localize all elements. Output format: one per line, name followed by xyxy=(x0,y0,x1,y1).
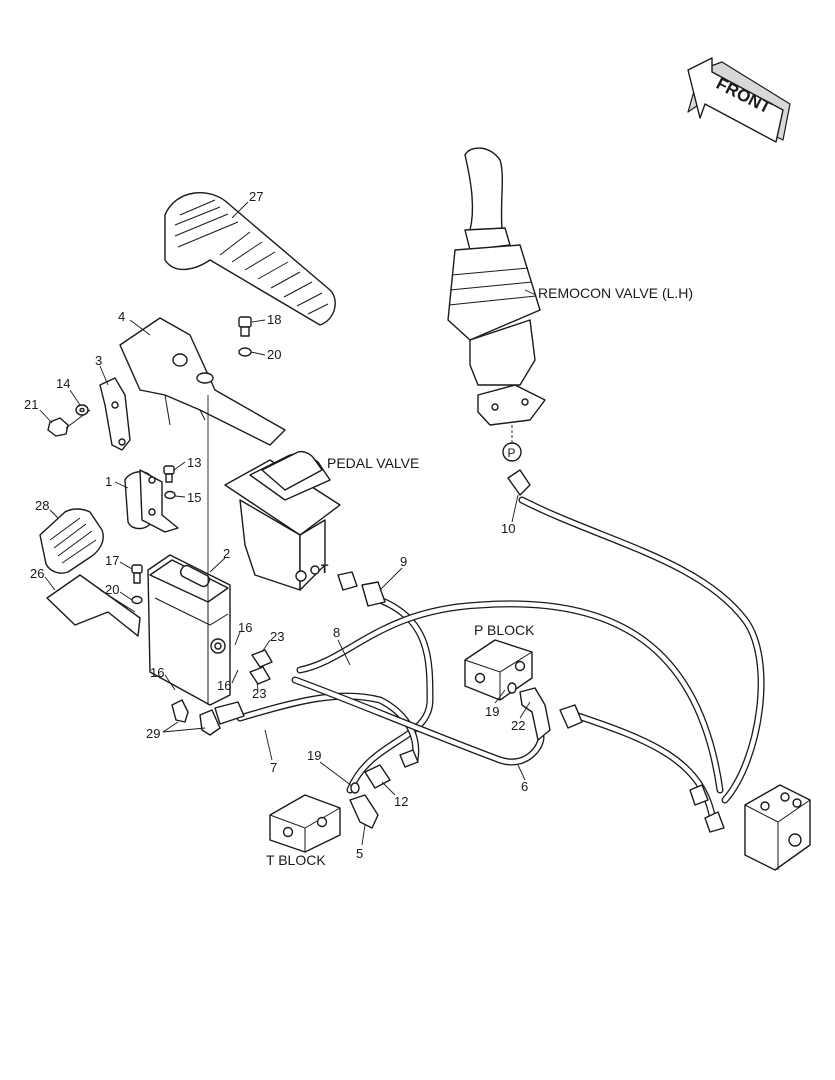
callout-14: 14 xyxy=(56,376,70,391)
bolt-18 xyxy=(238,316,252,337)
fitting-23b xyxy=(249,666,271,685)
callout-26: 26 xyxy=(30,566,44,581)
callout-4: 4 xyxy=(118,309,125,324)
port-p-marker: P xyxy=(502,425,522,462)
callout-23-a: 23 xyxy=(270,629,284,644)
port-p-label: P xyxy=(508,446,516,460)
fitting-block-b xyxy=(704,811,725,833)
washer-20-top xyxy=(238,347,252,357)
callout-27: 27 xyxy=(249,189,263,204)
remocon-valve xyxy=(447,147,546,426)
callout-2: 2 xyxy=(223,546,230,561)
callout-9: 9 xyxy=(400,554,407,569)
pedal-bracket-4 xyxy=(119,317,286,446)
callout-21: 21 xyxy=(24,397,38,412)
callout-6: 6 xyxy=(521,779,528,794)
callout-19-b: 19 xyxy=(307,748,321,763)
fitting-7-far xyxy=(399,749,419,768)
callout-16-b: 16 xyxy=(217,678,231,693)
callout-5: 5 xyxy=(356,846,363,861)
fitting-23a xyxy=(251,649,273,668)
front-arrow-icon: FRONT xyxy=(687,57,791,143)
callout-10: 10 xyxy=(501,521,515,536)
fitting-9-start xyxy=(337,571,386,607)
fitting-12 xyxy=(364,764,391,789)
callout-19-a: 19 xyxy=(485,704,499,719)
bolt-17 xyxy=(131,564,143,584)
callout-numbers: 27 4 18 20 3 14 21 13 1 15 28 2 17 26 20… xyxy=(24,189,528,861)
callout-23-b: 23 xyxy=(252,686,266,701)
fitting-7-end xyxy=(214,701,245,725)
callout-3: 3 xyxy=(95,353,102,368)
elbow-fitting-5 xyxy=(349,794,379,829)
callout-12: 12 xyxy=(394,794,408,809)
callout-7: 7 xyxy=(270,760,277,775)
callout-22: 22 xyxy=(511,718,525,733)
elbow-fitting-29b xyxy=(199,709,221,736)
callout-20-low: 20 xyxy=(105,582,119,597)
washer-14 xyxy=(75,404,89,416)
valve-body-2 xyxy=(147,395,231,706)
hose-10 xyxy=(518,496,765,804)
port-t-label: T xyxy=(321,562,329,576)
tee-fitting-22 xyxy=(519,687,551,741)
component-labels: REMOCON VALVE (L.H) PEDAL VALVE P BLOCK … xyxy=(266,285,693,868)
callout-18: 18 xyxy=(267,312,281,327)
fitting-10-end xyxy=(507,469,531,496)
hose-9 xyxy=(346,596,434,794)
washer-20-low xyxy=(131,595,143,605)
callout-28: 28 xyxy=(35,498,49,513)
hose-main xyxy=(571,711,716,819)
callout-29: 29 xyxy=(146,726,160,741)
foot-pedal-28 xyxy=(39,508,104,574)
label-p-block: P BLOCK xyxy=(474,622,535,638)
fitting-block-a xyxy=(689,784,709,806)
hose-6 xyxy=(291,676,545,766)
label-pedal-valve: PEDAL VALVE xyxy=(327,455,419,471)
pedal-pad-27 xyxy=(164,191,336,326)
bolt-21 xyxy=(47,409,91,437)
elbow-fitting-29a xyxy=(171,699,189,723)
bolt-13 xyxy=(163,465,175,483)
washer-15 xyxy=(164,490,176,500)
callout-17: 17 xyxy=(105,553,119,568)
callout-1: 1 xyxy=(105,474,112,489)
label-t-block: T BLOCK xyxy=(266,852,326,868)
o-ring-19a xyxy=(507,682,517,694)
plate-26 xyxy=(46,574,141,637)
pedal-valve xyxy=(224,450,341,591)
hose-7 xyxy=(236,692,420,764)
callout-leaders xyxy=(39,201,537,846)
t-block xyxy=(269,794,341,853)
callout-16-a: 16 xyxy=(238,620,252,635)
callout-13: 13 xyxy=(187,455,201,470)
control-block xyxy=(744,784,811,871)
link-plate-3 xyxy=(99,377,131,451)
callout-8: 8 xyxy=(333,625,340,640)
callout-20-top: 20 xyxy=(267,347,281,362)
fitting-main-end xyxy=(559,704,583,729)
port-t-marker: T xyxy=(321,562,329,576)
handle-bracket-1 xyxy=(124,469,179,533)
label-remocon-valve: REMOCON VALVE (L.H) xyxy=(538,285,693,301)
o-ring-19b xyxy=(350,782,360,794)
callout-15: 15 xyxy=(187,490,201,505)
hose-8 xyxy=(296,600,724,794)
callout-16-c: 16 xyxy=(150,665,164,680)
